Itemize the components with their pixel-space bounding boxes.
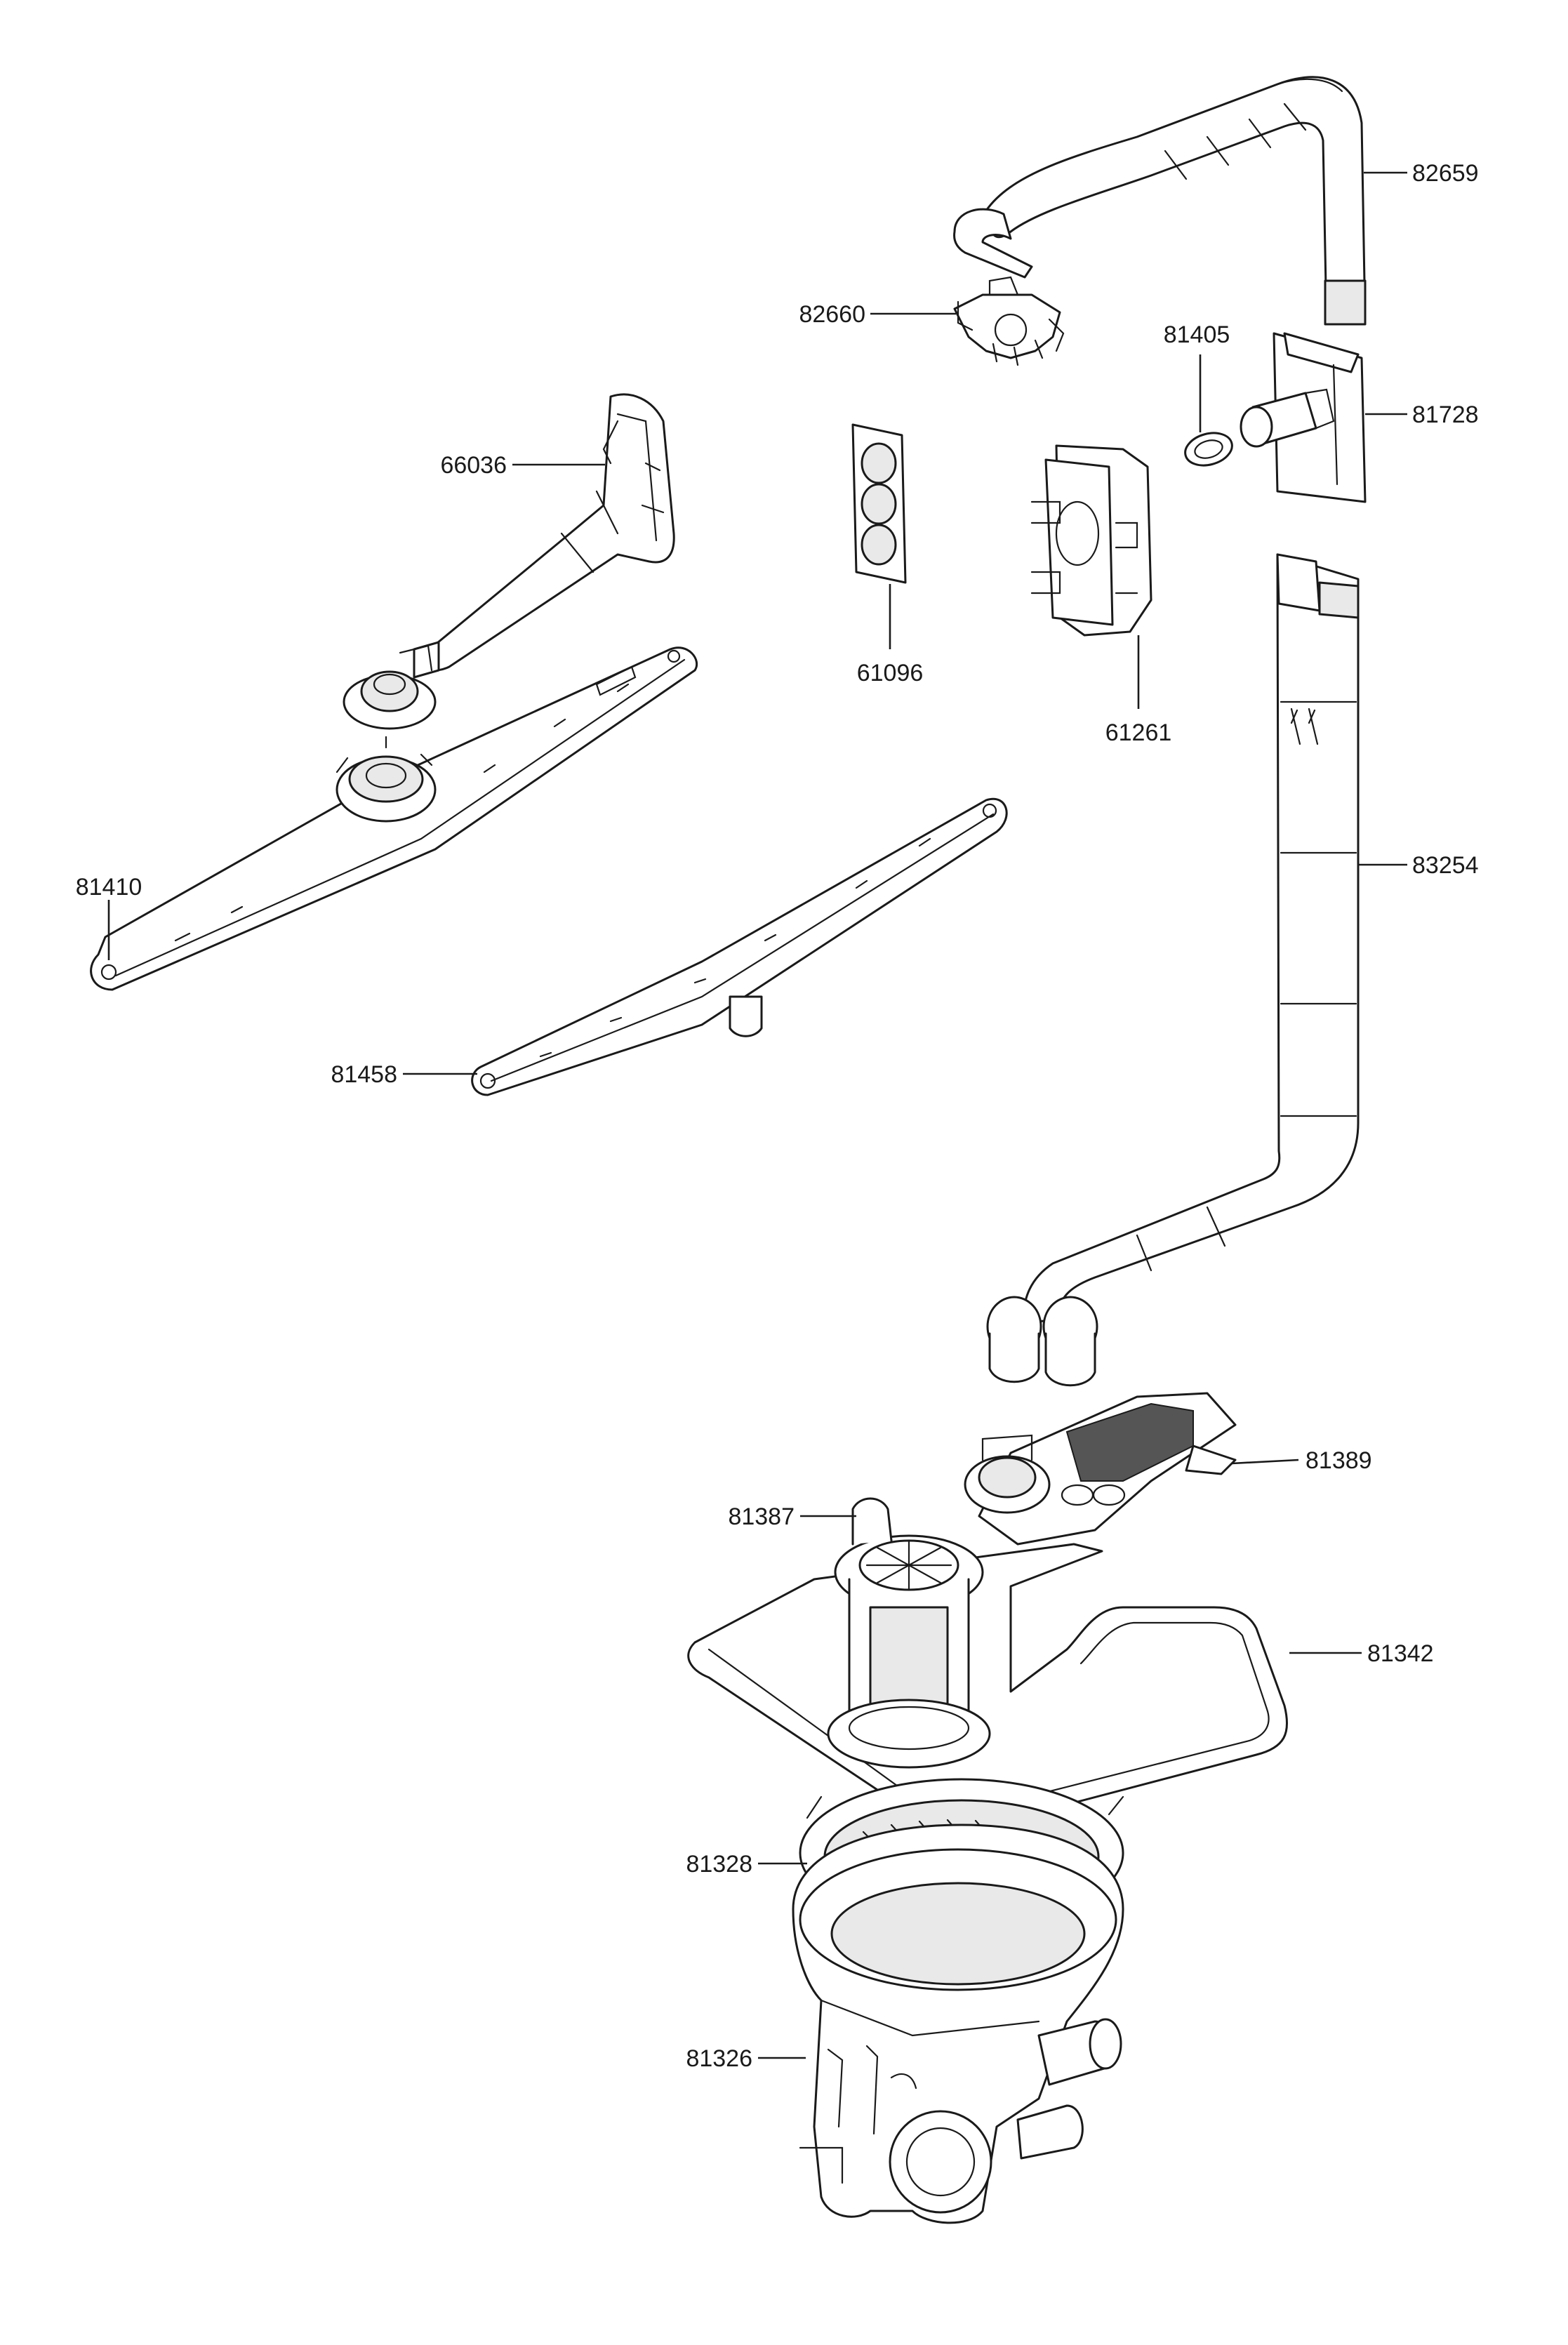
callout-81458: 81458 — [331, 1061, 397, 1088]
part-61261-housing — [1030, 444, 1152, 637]
leader-lines — [107, 171, 1407, 2059]
callout-labels: 82659 82660 81405 81728 66036 61096 6126… — [76, 160, 1479, 2072]
part-82659-upper-supply-pipe — [953, 76, 1367, 326]
part-81387-cylinder-filter — [827, 1497, 991, 1769]
part-81728-connector — [1240, 332, 1367, 503]
part-81389-filter-plate — [964, 1392, 1237, 1546]
callout-81387: 81387 — [728, 1503, 795, 1530]
callout-81728: 81728 — [1412, 401, 1479, 428]
part-81405-seal — [1184, 432, 1233, 467]
part-82660-clip — [953, 276, 1065, 366]
callout-81405: 81405 — [1164, 321, 1230, 348]
callout-81342: 81342 — [1367, 1640, 1434, 1667]
part-81458-lower-spray-arm — [471, 797, 1008, 1096]
callout-82659: 82659 — [1412, 160, 1479, 187]
part-81410-upper-spray-arm — [90, 646, 698, 991]
callout-81389: 81389 — [1305, 1447, 1372, 1474]
leader-81389 — [1231, 1459, 1299, 1465]
callout-83254: 83254 — [1412, 852, 1479, 879]
part-61096-gasket — [851, 423, 907, 584]
callout-61261: 61261 — [1105, 719, 1172, 746]
part-66036-upper-arm-tube — [343, 393, 675, 730]
callout-81328: 81328 — [686, 1851, 752, 1878]
callout-66036: 66036 — [440, 452, 507, 479]
callout-61096: 61096 — [857, 660, 924, 686]
callout-81410: 81410 — [76, 874, 142, 901]
part-81326-sump-housing — [792, 1823, 1124, 2224]
callout-81326: 81326 — [686, 2045, 752, 2072]
callout-82660: 82660 — [799, 301, 865, 328]
part-83254-lower-supply-pipe — [986, 553, 1360, 1387]
